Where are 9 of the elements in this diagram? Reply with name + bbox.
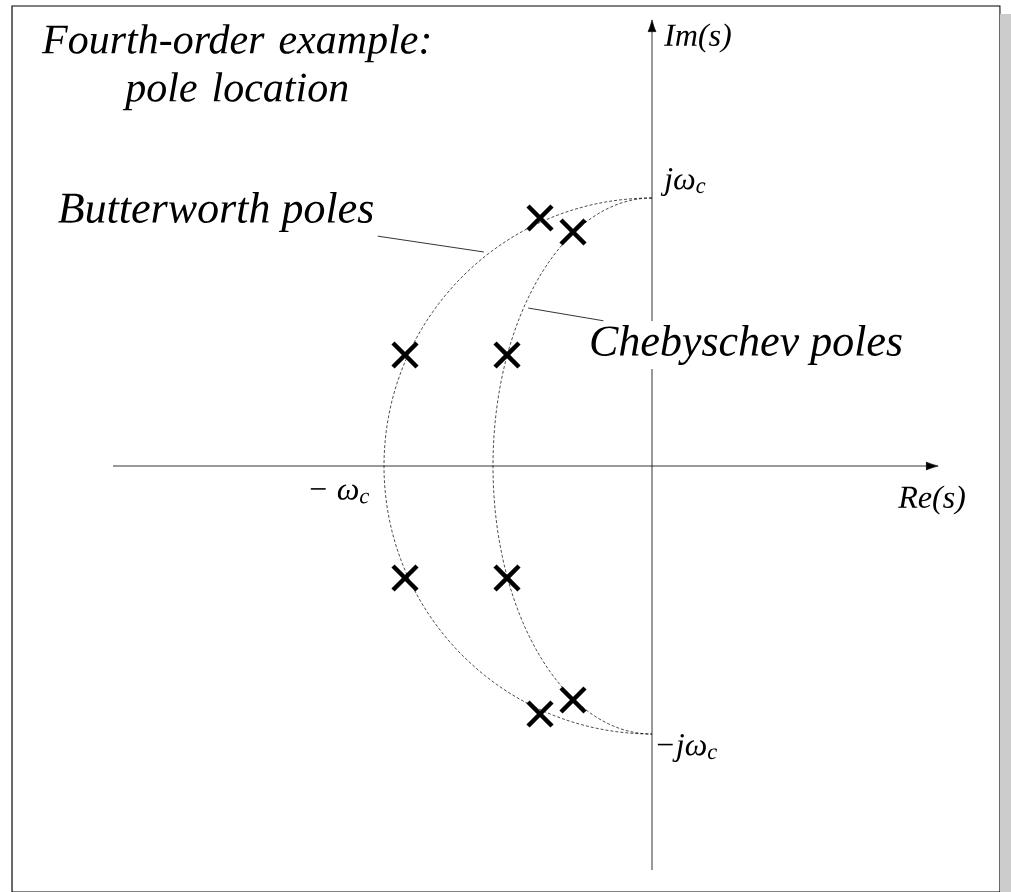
axis-label: jω$_{c}$	[660, 168, 706, 196]
annotation-text: Butterworth poles	[53, 188, 379, 236]
annotation-text: Chebyschev poles	[585, 321, 907, 369]
leader-line	[527, 307, 604, 322]
axis-label: Re(s)	[898, 485, 965, 515]
leader-line	[377, 235, 485, 253]
title: Fourth-order example: pole location	[41, 24, 430, 111]
axis-label: Im(s)	[664, 23, 731, 53]
axis-label: −jω$_{c}$	[657, 734, 717, 762]
